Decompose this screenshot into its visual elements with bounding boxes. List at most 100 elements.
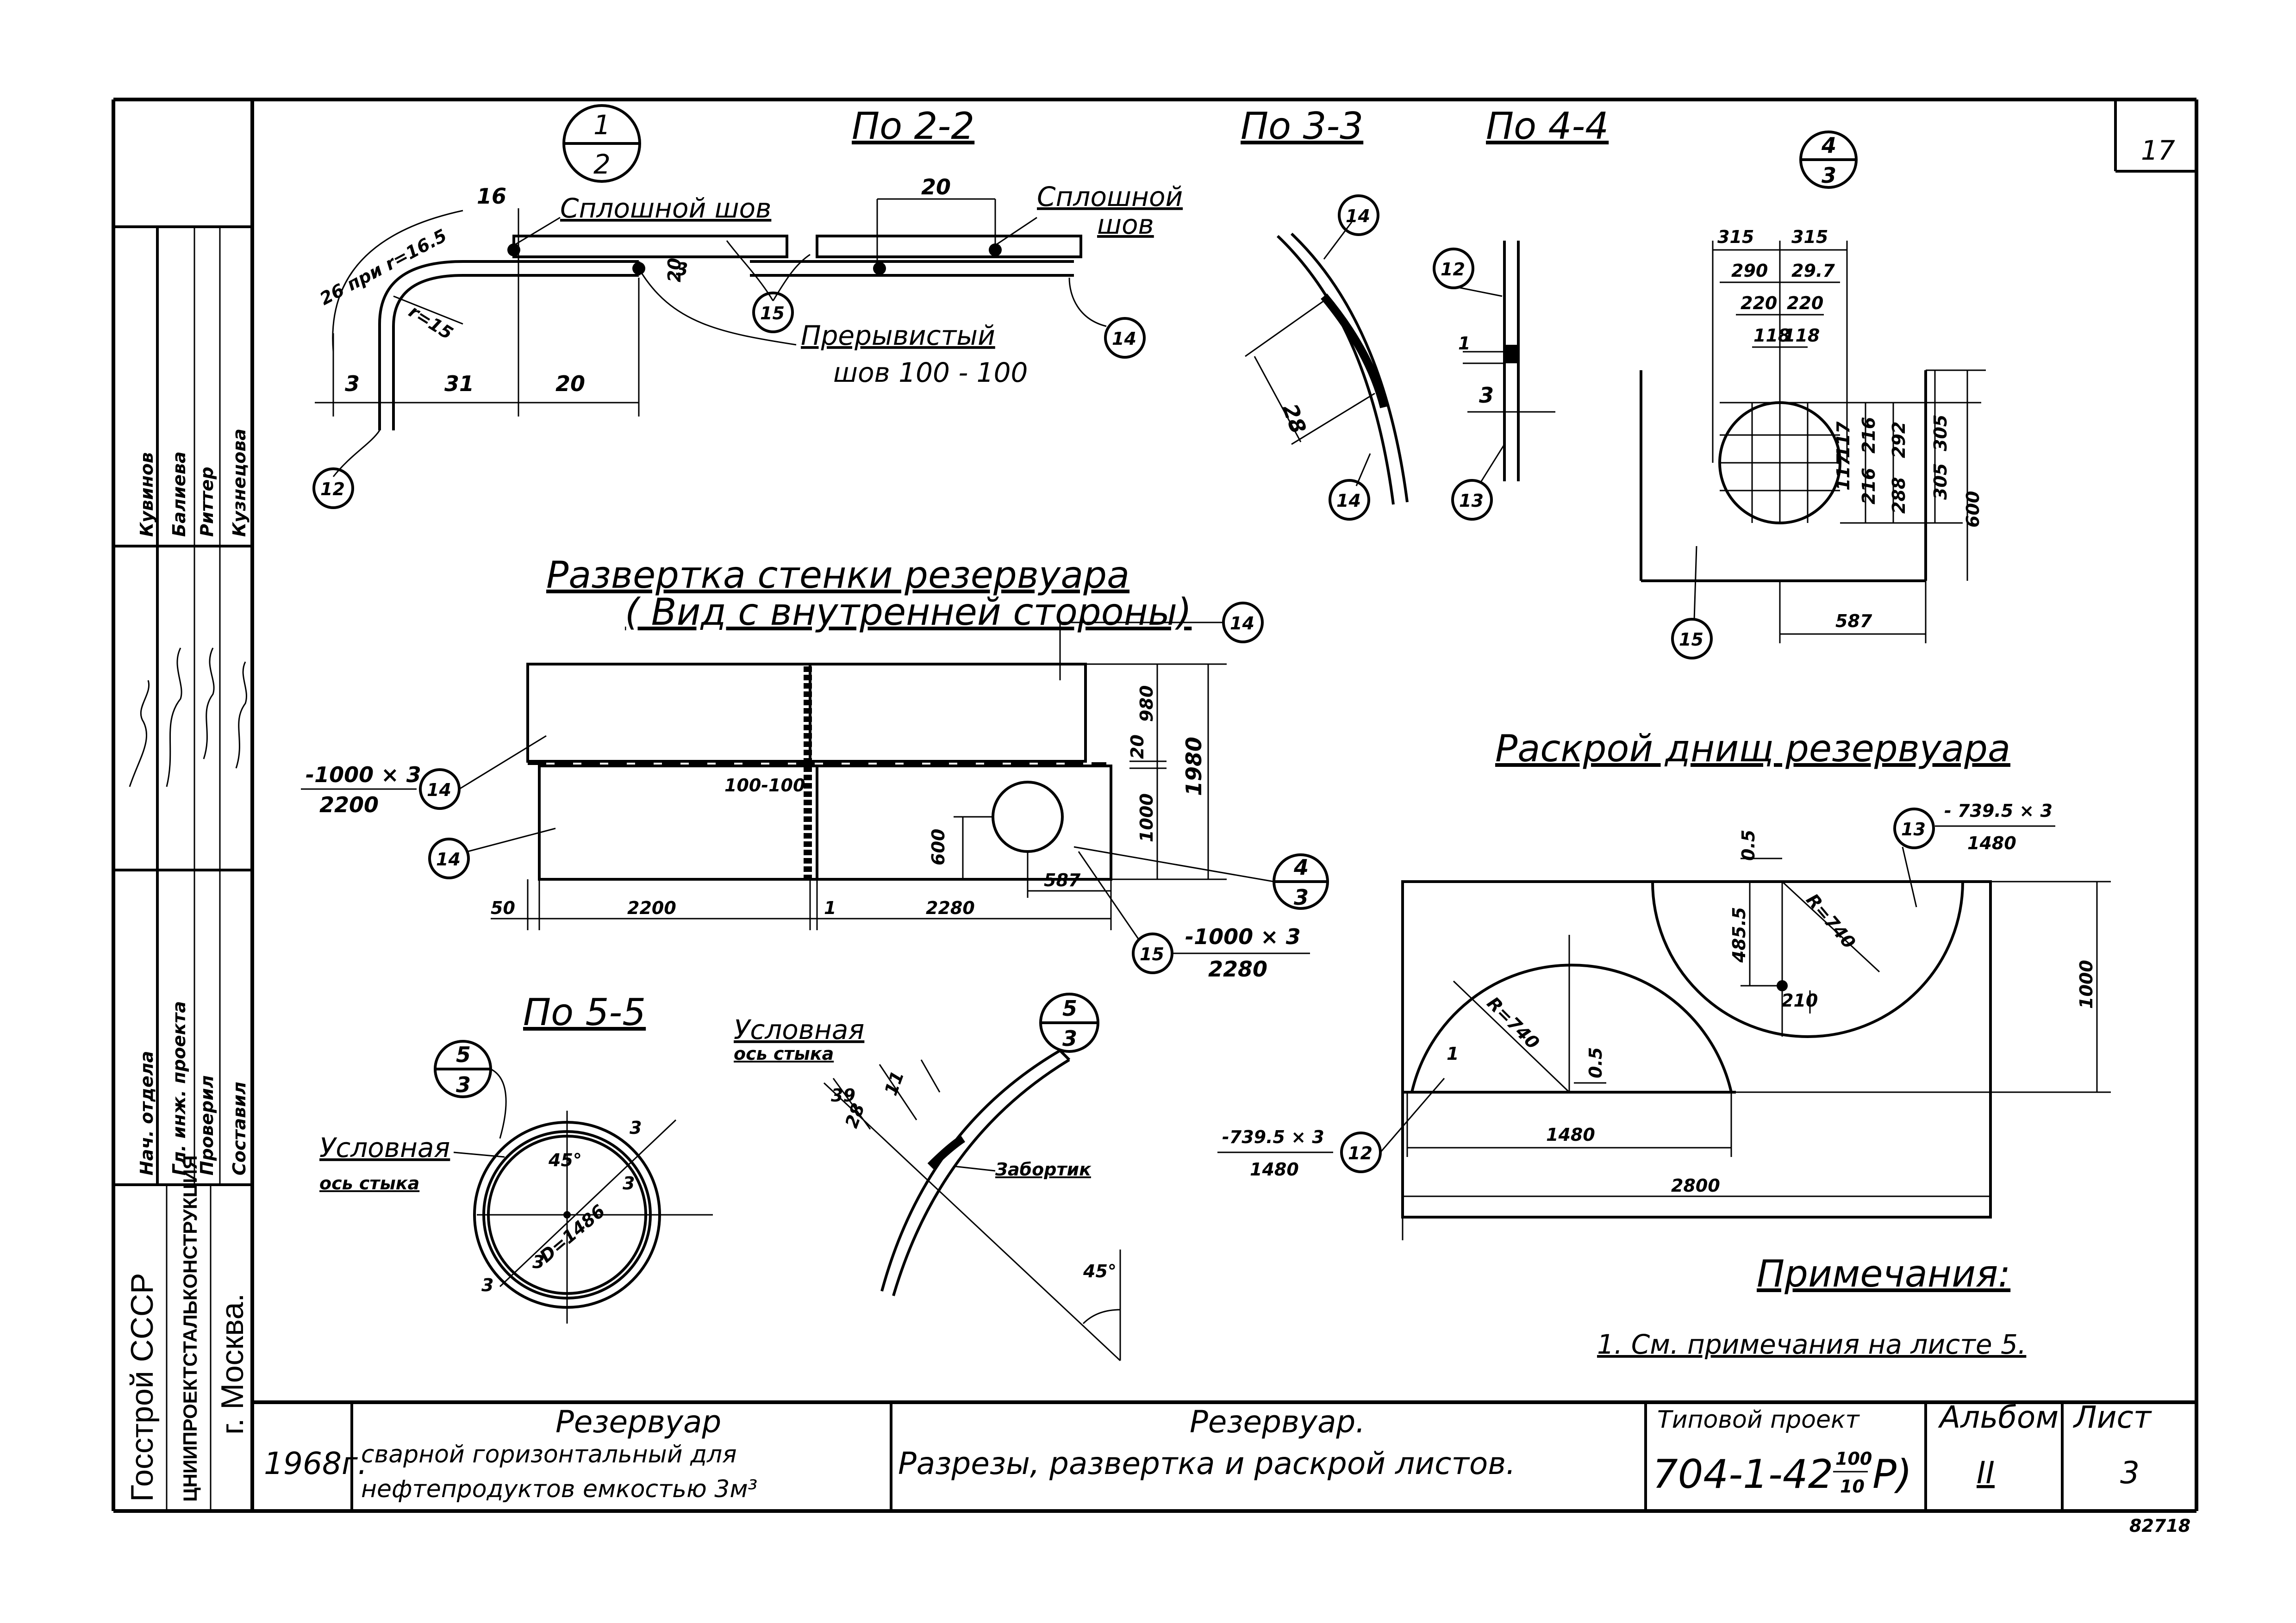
name-checked: Риттер [197, 467, 217, 537]
detail-39: 39 [831, 1085, 855, 1106]
dim-hole-220a: 220 [1741, 293, 1777, 313]
hole-grid [1720, 403, 1840, 523]
sec55-conventional-b: ось стыка [319, 1173, 419, 1194]
dim-hole-305b: 305 [1930, 463, 1951, 500]
dim44-3: 3 [1479, 383, 1494, 408]
part-15c: 15 [1140, 944, 1164, 964]
bottoms-05b: 0.5 [1585, 1047, 1606, 1078]
callout-4-3-bottom-n: 3 [1822, 163, 1836, 188]
bottoms-spec12-bottom: 1480 [1250, 1159, 1299, 1180]
section-3-3: По 3-3 28 14 14 [1241, 105, 1409, 521]
part-12a: 12 [320, 479, 345, 499]
sec22-title: По 2-2 [852, 105, 974, 148]
tb-project-frac-top: 100 [1835, 1449, 1872, 1469]
dim-hole-600: 600 [1963, 491, 1983, 528]
dim44-1: 1 [1458, 333, 1470, 354]
sec55-conventional-a: Условная [319, 1132, 450, 1163]
tb-sheet-value: 3 [2120, 1455, 2140, 1491]
part-15a: 15 [760, 303, 785, 323]
detail-conventional-b: ось стыка [734, 1044, 834, 1064]
dim-hole-305a: 305 [1930, 415, 1951, 451]
notes-title: Примечания: [1757, 1252, 2010, 1295]
dev-spec14-top: -1000 × 3 [306, 762, 421, 787]
detail-bevel: Забортик [995, 1159, 1092, 1180]
org-institute: ЦНИИПРОЕКТСТАЛЬКОНСТРУКЦИЯ [179, 1155, 201, 1502]
tb-project-number: 704-1-42 [1653, 1451, 1833, 1498]
dev-spec14-bottom: 2200 [319, 792, 379, 817]
dev-dim-600: 600 [928, 829, 948, 865]
callout-5-3-right-bottom: 3 [1062, 1026, 1077, 1051]
dim-hole-315a: 315 [1717, 227, 1754, 247]
sheet-number: 17 [2141, 135, 2175, 166]
dev-dim-2280: 2280 [926, 898, 975, 918]
part-14f: 14 [1230, 613, 1254, 634]
weld-solid-2a: Сплошной [1037, 181, 1183, 212]
tb-object-2: сварной горизонтальный для [361, 1441, 737, 1468]
part-1: 1 [1447, 1044, 1459, 1064]
callout-4-3-top-n: 4 [1821, 133, 1836, 158]
dim-hole-315b: 315 [1791, 227, 1828, 247]
dev-dim-1000: 1000 [1136, 793, 1157, 842]
dim22-r15: r=15 [405, 301, 456, 343]
dim33-28: 28 [1278, 400, 1311, 437]
sec55-title: По 5-5 [523, 991, 646, 1034]
notes-text: 1. См. примечания на листе 5. [1597, 1329, 2026, 1360]
role-drawn: Составил [229, 1082, 250, 1175]
dim-hole-587: 587 [1835, 611, 1872, 631]
bottoms-4855: 485.5 [1729, 907, 1749, 963]
dev-dim-587: 587 [1044, 870, 1081, 890]
dim-hole-290a: 290 [1731, 261, 1768, 281]
notes: Примечания: 1. См. примечания на листе 5… [1597, 1252, 2026, 1360]
dev-100-100: 100-100 [724, 775, 805, 796]
weld-intermittent-b: шов 100 - 100 [833, 357, 1028, 388]
dev-dim-20: 20 [1127, 734, 1148, 759]
part-14c: 14 [1336, 491, 1361, 511]
archive-number: 82718 [2129, 1516, 2190, 1536]
section-5-5: По 5-5 D=1486 45° 3 3 3 3 5 3 Условная о… [319, 991, 713, 1324]
tb-album-label: Альбом [1938, 1399, 2059, 1435]
dev-dim-50: 50 [491, 898, 515, 918]
dim-hole-118a: 118 [1753, 325, 1790, 346]
detail-5-3: 5 3 Условная ось стыка 39 28 11 Забортик… [734, 993, 1121, 1362]
tb-sheet-title-2: Разрезы, развертка и раскрой листов. [898, 1446, 1516, 1481]
callout-4-3-mid-bottom: 3 [1294, 885, 1309, 910]
signature-3 [203, 647, 215, 759]
name-head: Кувинов [137, 452, 157, 537]
callout-5-3-left-bottom: 3 [456, 1072, 471, 1097]
sec55-3b: 3 [623, 1173, 635, 1194]
bottoms-2800: 2800 [1671, 1175, 1720, 1196]
part-14a: 14 [1112, 329, 1136, 349]
dim-hole-216b: 216 [1859, 468, 1879, 504]
title-block: 1968г. Резервуар сварной горизонтальный … [264, 1399, 2152, 1511]
part-13a: 13 [1459, 491, 1484, 511]
tb-year: 1968г. [264, 1446, 368, 1481]
callout-4-3-mid-top: 4 [1293, 855, 1309, 880]
dim-hole-292: 292 [1889, 422, 1909, 458]
bottoms-1000: 1000 [2076, 960, 2096, 1009]
dev-dim-2200: 2200 [627, 898, 676, 918]
tb-project-label: Типовой проект [1657, 1406, 1860, 1434]
dim-hole-118b: 118 [1783, 325, 1820, 346]
part-14e: 14 [436, 849, 461, 870]
part-12b: 12 [1441, 259, 1465, 280]
sec55-3a: 3 [630, 1118, 642, 1138]
sec33-title: По 3-3 [1241, 105, 1363, 148]
name-chief: Балиева [169, 451, 189, 537]
dev-title: Развертка стенки резервуара [546, 553, 1129, 597]
dim-hole-220b: 220 [1787, 293, 1823, 313]
bottoms-210: 210 [1781, 990, 1818, 1011]
tb-object-3: нефтепродуктов емкостью 3м³ [361, 1475, 757, 1503]
dim22-3a: 3 [345, 371, 360, 396]
signature-2 [166, 647, 182, 787]
sheet-frame [112, 98, 2198, 1513]
dim-hole-288: 288 [1889, 477, 1909, 514]
callout-1-2: 1 2 [562, 104, 641, 183]
tb-object-1: Резервуар [555, 1404, 721, 1440]
tb-album-value: II [1977, 1455, 1995, 1491]
role-checked: Проверил [197, 1075, 217, 1175]
part-14d: 14 [427, 780, 451, 800]
org-city: г. Москва. [215, 1293, 250, 1435]
bottoms-spec13-top: - 739.5 × 3 [1944, 801, 2053, 821]
detail-45: 45° [1083, 1261, 1117, 1281]
